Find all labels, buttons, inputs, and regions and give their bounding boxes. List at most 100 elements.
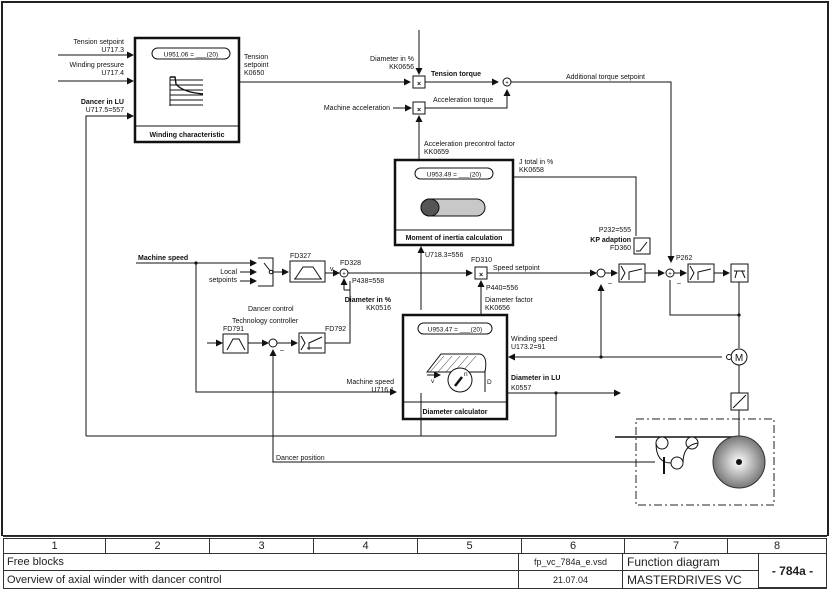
column-4: 4 <box>314 539 418 553</box>
tension-setpoint-label: Tension setpoint <box>73 39 124 46</box>
winding-speed-l1: Winding speed <box>511 336 557 343</box>
machine-speed-label: Machine speed <box>138 255 188 262</box>
inertia-input-param: U718.3=556 <box>425 252 463 259</box>
fd327-label: FD327 <box>290 253 311 260</box>
additional-torque-label: Additional torque setpoint <box>566 74 645 81</box>
diameter-pct-top-l2: KK0656 <box>389 64 414 71</box>
svg-text:+: + <box>668 272 672 278</box>
kp-adaption-l1: KP adaption <box>590 237 631 244</box>
inertia-block-title: Moment of inertia calculation <box>406 235 503 242</box>
inertia-param: U953.49 = ___(20) <box>427 172 481 179</box>
motor-icon: M <box>726 348 748 366</box>
date-cell: 21.07.04 <box>519 571 623 588</box>
dancer-control-label: Dancer control <box>248 306 294 313</box>
diameter-factor-l2: KK0656 <box>485 305 510 312</box>
column-3: 3 <box>210 539 314 553</box>
kp-adaption-block <box>633 237 651 255</box>
tension-setpoint-param: U717.3 <box>101 47 124 54</box>
winding-pressure-param: U717.4 <box>101 70 124 77</box>
svg-text:×: × <box>417 81 421 88</box>
machine-speed-in-l2: U716.1 <box>371 387 394 394</box>
diameter-factor-l1: Diameter factor <box>485 297 534 304</box>
multiplier-accel: × <box>412 101 426 115</box>
j-total-l1: J total in % <box>519 159 553 166</box>
diameter-block-title: Diameter calculator <box>423 409 488 416</box>
machine-acceleration-label: Machine acceleration <box>324 105 390 112</box>
diameter-pct-left-l1: Diameter in % <box>345 297 392 304</box>
summing-point-dancer <box>268 338 278 348</box>
winding-curve-icon <box>169 76 204 106</box>
page-frame <box>1 1 829 536</box>
accel-precontrol-l2: KK0659 <box>424 149 449 156</box>
svg-text:×: × <box>417 107 421 114</box>
category-cell: Free blocks <box>3 554 519 570</box>
winder-roll-icon <box>425 353 487 393</box>
machine-speed-in-l1: Machine speed <box>347 379 395 386</box>
technology-controller-label: Technology controller <box>232 318 299 325</box>
tension-setpoint-out-l2: setpoint <box>244 62 269 69</box>
dancer-position-label: Dancer position <box>276 455 325 462</box>
winding-param: U951.06 = ___(20) <box>164 52 218 59</box>
product-cell: MASTERDRIVES VC <box>623 571 759 588</box>
winding-block-title: Winding characteristic <box>149 132 224 139</box>
tension-setpoint-out-l3: K0650 <box>244 70 264 77</box>
column-1: 1 <box>3 539 106 553</box>
summing-point-speed-ctrl <box>596 268 606 278</box>
ramp-generator-fd791 <box>222 333 249 354</box>
converter-block <box>730 263 749 283</box>
minus-sign-dancer: – <box>280 347 284 354</box>
winding-inputs: Tension setpoint U717.3 Winding pressure… <box>58 39 134 436</box>
svg-text:+: + <box>505 81 509 87</box>
diameter-param: U953.47 = ___(20) <box>428 327 482 334</box>
local-setpoints-l2: setpoints <box>209 277 238 284</box>
pi-controller-fd792 <box>298 332 326 354</box>
inertia-cylinder-icon <box>420 198 486 217</box>
j-total-l2: KK0658 <box>519 167 544 174</box>
svg-text:M: M <box>735 353 743 364</box>
svg-text:+: + <box>342 272 346 278</box>
diameter-in-lu-l2: K0557 <box>511 385 531 392</box>
filename-cell: fp_vc_784a_e.vsd <box>519 554 623 570</box>
diameter-n-label: n <box>464 371 468 378</box>
p438-label: P438=558 <box>352 278 384 285</box>
winding-characteristic-block: U951.06 = ___(20) Winding characteristic <box>133 36 241 144</box>
diameter-pct-left-l2: KK0516 <box>366 305 391 312</box>
winding-pressure-label: Winding pressure <box>70 62 125 69</box>
doc-type-cell: Function diagram <box>623 554 759 570</box>
dancer-in-lu-param: U717.5=557 <box>86 107 124 114</box>
fd328-label: FD328 <box>340 260 361 267</box>
dancer-in-lu-label: Dancer in LU <box>81 99 124 106</box>
multiplier-fd310: × <box>474 266 488 280</box>
speed-controller <box>618 263 646 283</box>
diameter-v-label: v <box>431 378 435 385</box>
tension-torque-label: Tension torque <box>431 71 481 78</box>
speed-setpoint-label: Speed setpoint <box>493 265 540 272</box>
column-5: 5 <box>418 539 522 553</box>
winding-speed-l2: U173.2=91 <box>511 344 546 351</box>
fd792-label: FD792 <box>325 326 346 333</box>
fd791-label: FD791 <box>223 326 244 333</box>
title-block: 1 2 3 4 5 6 7 8 Free blocks fp_vc_784a_e… <box>0 536 830 590</box>
current-controller <box>687 263 715 283</box>
diameter-d-label: D <box>487 379 492 386</box>
svg-text:×: × <box>479 272 483 279</box>
tension-setpoint-out-l1: Tension <box>244 54 268 61</box>
multiplier-tension: × <box>412 75 426 89</box>
v-label: v <box>330 266 334 273</box>
ramp-generator-fd327 <box>289 260 326 283</box>
setpoint-selector-switch <box>258 257 274 287</box>
minus-sign-current: – <box>677 280 681 287</box>
column-6: 6 <box>522 539 625 553</box>
p232-label: P232=555 <box>599 227 631 234</box>
description-cell: Overview of axial winder with dancer con… <box>3 571 519 588</box>
diameter-pct-top-l1: Diameter in % <box>370 56 414 63</box>
moment-of-inertia-block: U953.49 = ___(20) Moment of inertia calc… <box>393 158 515 247</box>
p440-label: P440=556 <box>486 285 518 292</box>
fd310-label: FD310 <box>471 257 492 264</box>
column-numbers: 1 2 3 4 5 6 7 8 <box>3 538 827 553</box>
acceleration-torque-label: Acceleration torque <box>433 97 493 104</box>
winding-param-oval <box>151 47 231 60</box>
minus-sign-speed: – <box>608 280 612 287</box>
diameter-in-lu-l1: Diameter in LU <box>511 375 560 382</box>
local-setpoints-l1: Local <box>220 269 237 276</box>
